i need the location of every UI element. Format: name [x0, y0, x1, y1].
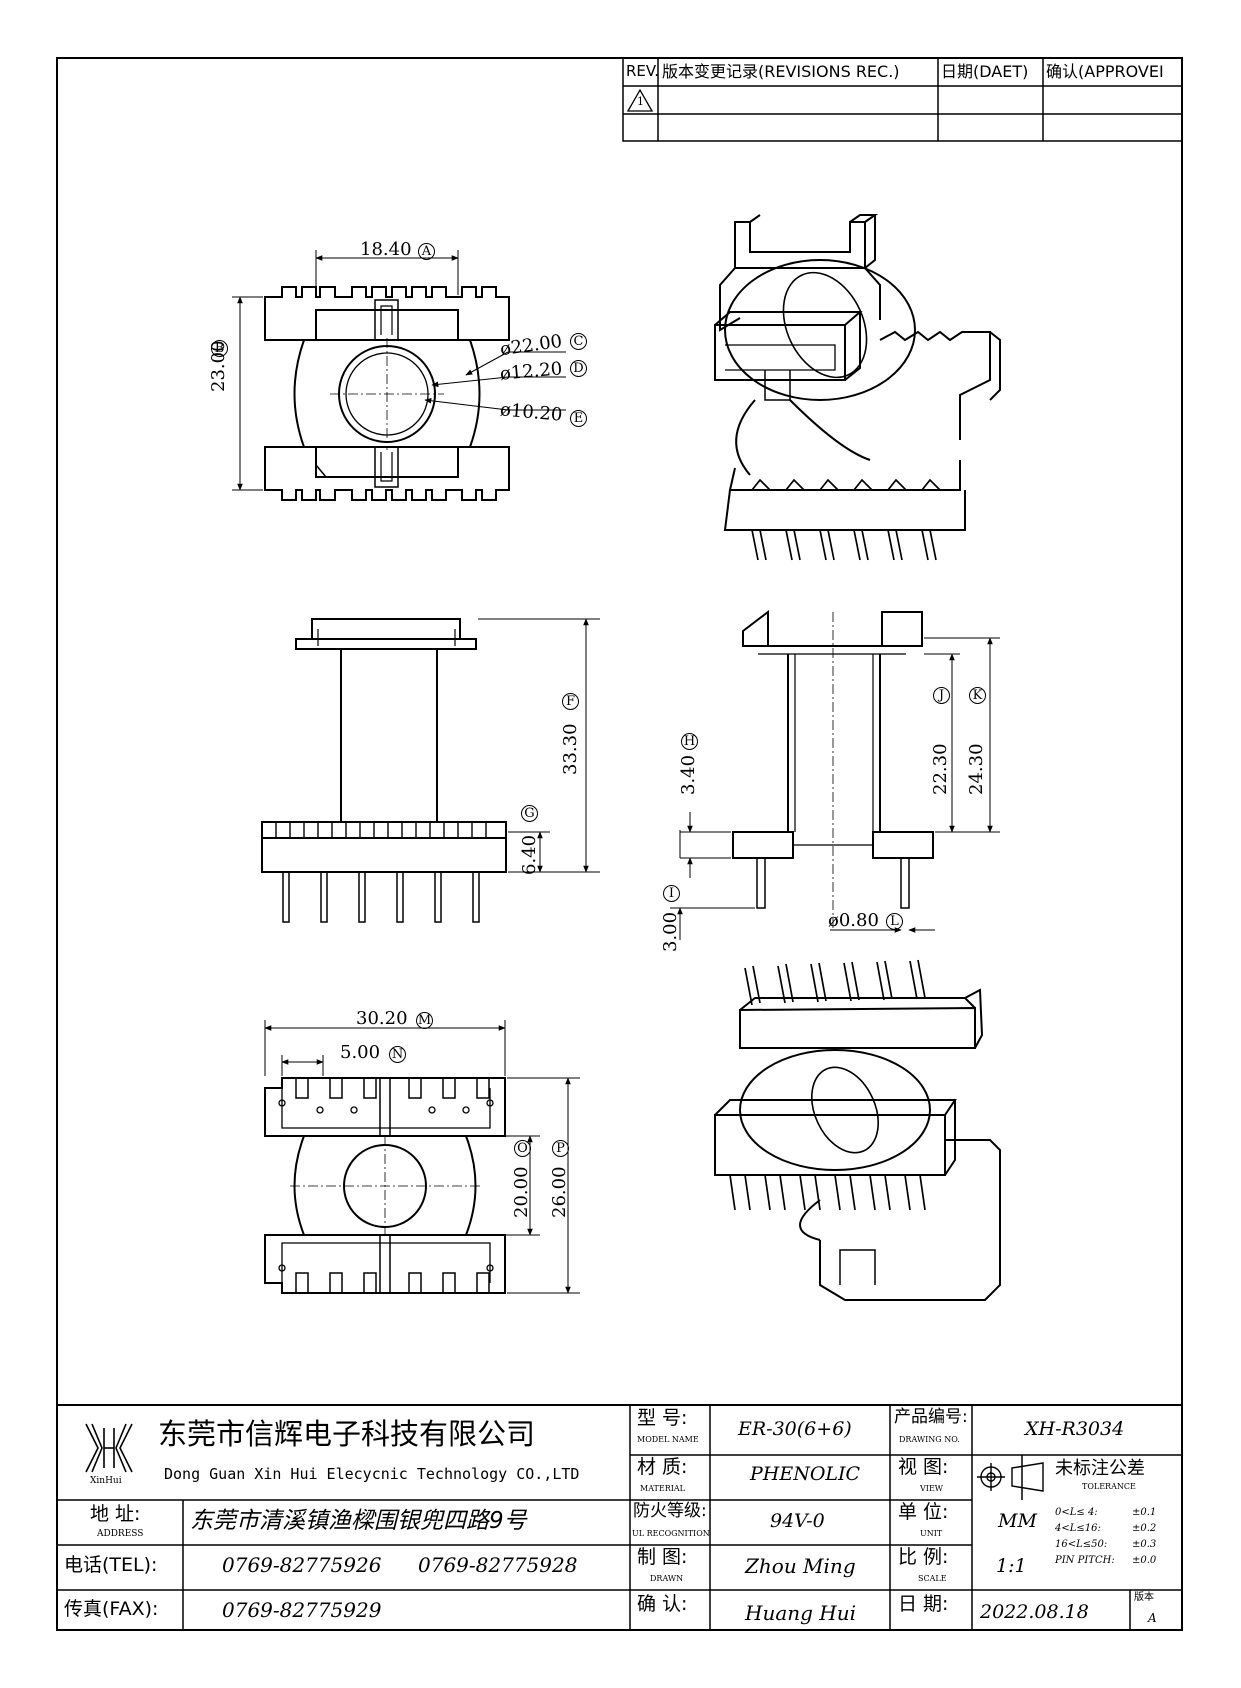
- revision-table: [622, 57, 1183, 142]
- dim-j-tag: J: [933, 687, 950, 704]
- fire-rating-label-en: UL RECOGNITION: [632, 1529, 710, 1538]
- side-view-left: [261, 618, 600, 923]
- dim-f-value: 33.30: [560, 723, 581, 775]
- title-block-grid: [56, 1404, 1183, 1631]
- drawn-label: 制 图:: [637, 1546, 688, 1568]
- tel-1: 0769-82775926: [222, 1553, 382, 1577]
- dim-o-tag: O: [514, 1140, 531, 1157]
- address-label: 地 址:: [90, 1503, 141, 1525]
- tolerance-value-3: ±0.3: [1132, 1539, 1157, 1550]
- rev-header-rev: REV.: [626, 62, 659, 80]
- material-label-en: MATERIAL: [640, 1484, 685, 1493]
- view-label-en: VIEW: [920, 1484, 943, 1493]
- dim-e-tag: E: [570, 410, 587, 427]
- bottom-view: [264, 1020, 580, 1294]
- dim-m-value: 30.20: [356, 1008, 408, 1029]
- model-label-en: MODEL NAME: [637, 1435, 699, 1444]
- revision-triangle-icon: [626, 88, 654, 112]
- dim-k-value: 24.30: [966, 743, 987, 795]
- isometric-view-bottom: [714, 959, 1001, 1301]
- tolerance-range-1: 0<L≤ 4:: [1055, 1507, 1098, 1518]
- tolerance-value-1: ±0.1: [1132, 1507, 1157, 1518]
- tolerance-range-2: 4<L≤16:: [1055, 1523, 1101, 1534]
- dim-p-tag: P: [552, 1140, 569, 1157]
- dim-o-value: 20.00: [511, 1166, 532, 1218]
- version-label: 版本: [1134, 1592, 1154, 1603]
- date-value: 2022.08.18: [980, 1601, 1089, 1623]
- fire-rating-value: 94V-0: [770, 1510, 825, 1532]
- dim-i-tag: I: [663, 885, 680, 902]
- dim-d-tag: D: [570, 360, 587, 377]
- drawn-label-en: DRAWN: [650, 1574, 684, 1583]
- company-name-cn: 东莞市信辉电子科技有限公司: [158, 1417, 536, 1451]
- company-name-en: Dong Guan Xin Hui Elecycnic Technology C…: [164, 1465, 580, 1483]
- scale-label: 比 例:: [898, 1546, 949, 1568]
- dim-f-tag: F: [562, 693, 579, 710]
- unit-label-en: UNIT: [920, 1529, 943, 1538]
- fax-label: 传真(FAX):: [64, 1598, 159, 1620]
- tolerance-title-en: TOLERANCE: [1082, 1482, 1136, 1491]
- rev-header-record: 版本变更记录(REVISIONS REC.): [662, 62, 900, 81]
- model-label: 型 号:: [637, 1407, 688, 1429]
- date-label: 日 期:: [898, 1593, 949, 1615]
- projection-symbol-icon: [977, 1462, 1044, 1492]
- address-label-en: ADDRESS: [97, 1529, 144, 1539]
- drawing-no-value: XH-R3034: [1025, 1418, 1125, 1440]
- logo-text: XinHui: [90, 1476, 122, 1486]
- dim-a-value: 18.40: [360, 239, 412, 260]
- scale-label-en: SCALE: [918, 1574, 947, 1583]
- dim-j-value: 22.30: [930, 743, 951, 795]
- isometric-view-top: [714, 214, 1001, 561]
- unit-value: MM: [998, 1510, 1037, 1532]
- fire-rating-label: 防火等级:: [633, 1501, 707, 1521]
- rev-row-1-number: 1: [637, 95, 644, 108]
- address-value: 东莞市清溪镇渔樑围银兜四路9号: [190, 1508, 527, 1534]
- dim-p-value: 26.00: [549, 1166, 570, 1218]
- dim-g-value: 6.40: [519, 834, 540, 875]
- tolerance-range-4: PIN PITCH:: [1055, 1555, 1115, 1566]
- scale-value: 1:1: [996, 1555, 1027, 1577]
- fax-value: 0769-82775929: [222, 1598, 382, 1622]
- tolerance-title: 未标注公差: [1055, 1458, 1145, 1479]
- drawing-no-label-en: DRAWING NO.: [899, 1435, 960, 1444]
- dim-l-tag: L: [886, 913, 903, 930]
- dim-h-tag: H: [681, 733, 698, 750]
- dim-i-value: 3.00: [660, 911, 681, 952]
- tel-2: 0769-82775928: [418, 1553, 578, 1577]
- material-value: PHENOLIC: [750, 1463, 861, 1485]
- dim-h-value: 3.40: [678, 754, 699, 795]
- dim-m-tag: M: [416, 1012, 433, 1029]
- dim-l-value: ø0.80: [828, 910, 879, 931]
- unit-label: 单 位:: [898, 1501, 949, 1523]
- dim-b-tag: B: [211, 340, 228, 357]
- version-value: A: [1148, 1611, 1157, 1625]
- rev-header-date: 日期(DAET): [941, 62, 1029, 81]
- tolerance-value-4: ±0.0: [1132, 1555, 1157, 1566]
- tolerance-range-3: 16<L≤50:: [1055, 1539, 1108, 1550]
- tel-label: 电话(TEL):: [64, 1554, 158, 1576]
- dim-a-tag: A: [418, 243, 435, 260]
- side-view-right: [670, 609, 1000, 940]
- top-view: [232, 250, 566, 501]
- tolerance-value-2: ±0.2: [1132, 1523, 1157, 1534]
- company-logo: [85, 1423, 133, 1473]
- drawing-no-label: 产品编号:: [894, 1407, 968, 1427]
- model-value: ER-30(6+6): [738, 1418, 852, 1440]
- dim-n-value: 5.00: [340, 1042, 381, 1063]
- confirm-label: 确 认:: [637, 1593, 688, 1615]
- dim-c-tag: C: [570, 333, 587, 350]
- dim-g-tag: G: [521, 805, 538, 822]
- rev-header-approve: 确认(APPROVEI: [1046, 62, 1164, 81]
- drawn-value: Zhou Ming: [745, 1554, 856, 1578]
- material-label: 材 质:: [637, 1456, 688, 1478]
- view-label: 视 图:: [898, 1456, 949, 1478]
- confirm-value: Huang Hui: [745, 1601, 857, 1625]
- sheet-border: [56, 57, 1183, 1631]
- dim-k-tag: K: [969, 687, 986, 704]
- dim-n-tag: N: [389, 1046, 406, 1063]
- dim-e-value: ø10.20: [499, 399, 564, 426]
